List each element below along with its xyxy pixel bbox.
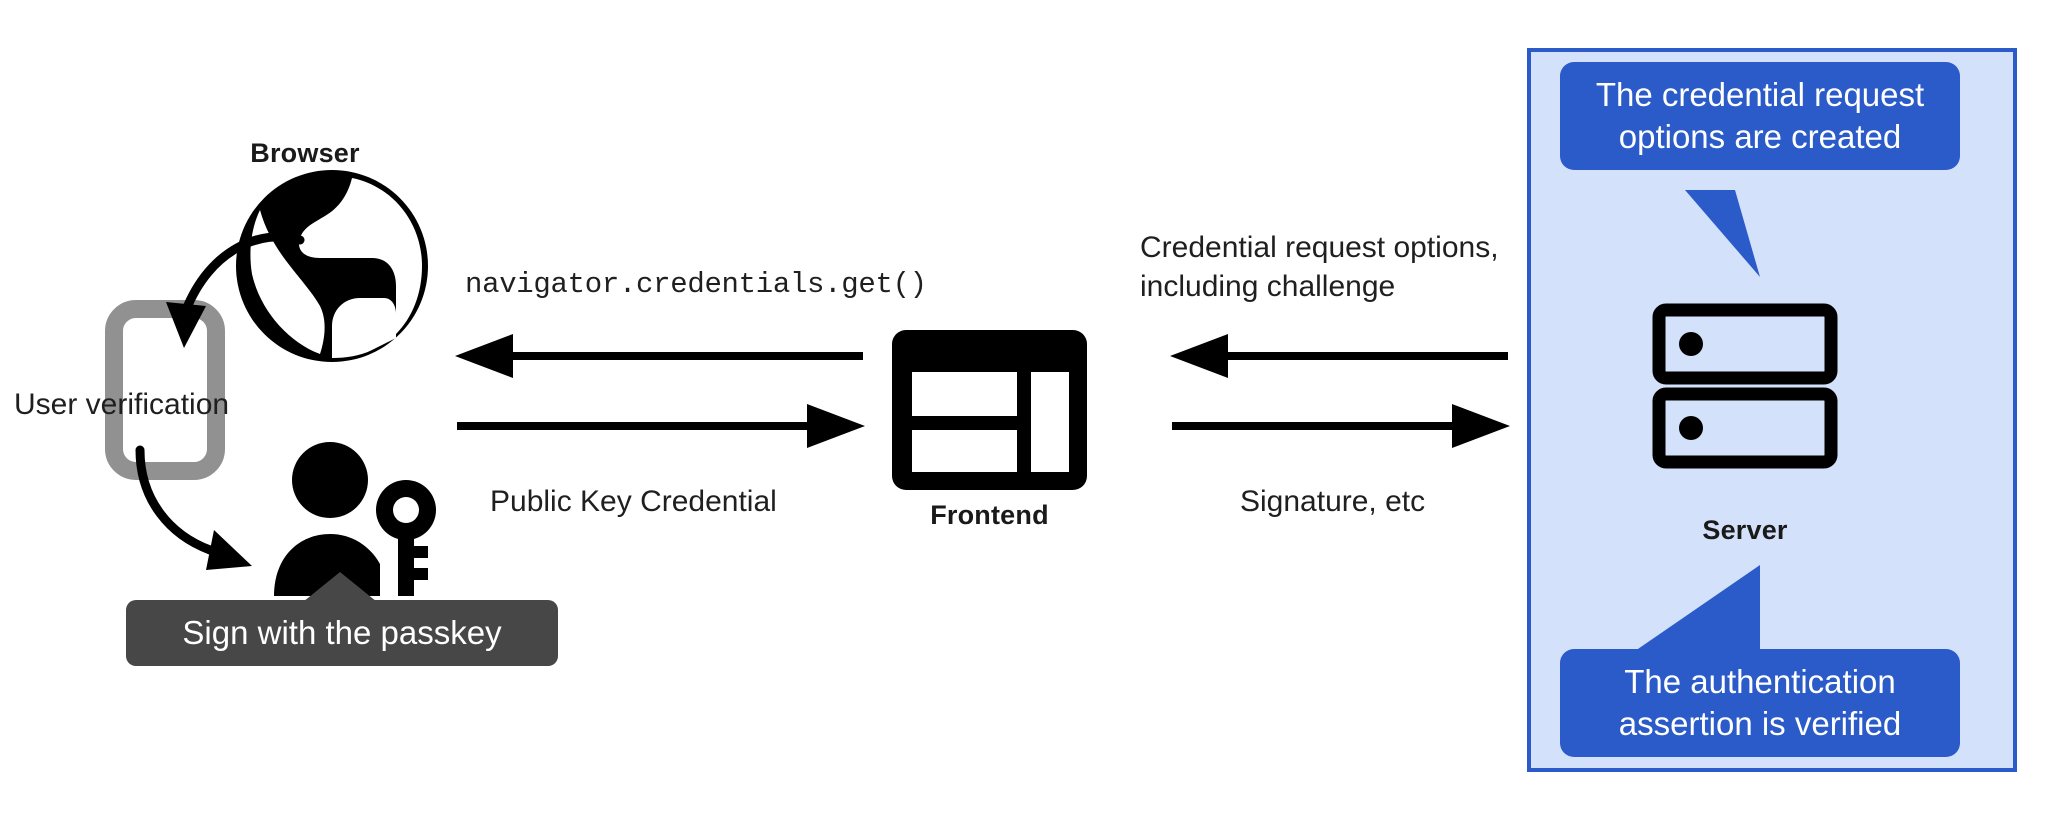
arrow-phone-to-user [110, 440, 330, 600]
globe-icon [232, 166, 432, 366]
server-callout-bottom-group: The authentication assertion is verified [1560, 565, 1980, 765]
arrow-server-to-frontend [1170, 330, 1510, 390]
server-callout-top-line1: The credential request [1595, 76, 1925, 114]
arrow-frontend-to-server [1170, 400, 1510, 460]
credential-request-options-label: Credential request options, including ch… [1140, 228, 1499, 306]
public-key-credential-label: Public Key Credential [490, 485, 777, 518]
signature-etc-label: Signature, etc [1240, 485, 1426, 518]
server-callout-bottom-line1: The authentication [1624, 663, 1896, 701]
arrow-browser-to-phone-shape [166, 232, 305, 348]
user-with-key-icon [268, 440, 448, 600]
frontend-label: Frontend [930, 500, 1049, 530]
server-callout-top-bubble: The credential request options are creat… [1560, 62, 1960, 170]
passkey-tooltip: Sign with the passkey [126, 600, 558, 666]
arrow-left-shape [455, 334, 863, 378]
arrow-right-shape [457, 404, 865, 448]
user-verification-label: User verification [14, 388, 230, 421]
arrow-frontend-to-browser [455, 330, 865, 390]
server-label: Server [1702, 515, 1788, 545]
server-icon [1652, 303, 1838, 469]
browser-label: Browser [250, 138, 360, 168]
server-callout-bottom-line2: assertion is verified [1618, 705, 1902, 742]
user-with-key-icon-shape [274, 442, 436, 596]
arrow-browser-to-phone [100, 210, 320, 390]
phone-icon-shape [105, 300, 225, 480]
server-callout-top-group: The credential request options are creat… [1560, 62, 1980, 282]
passkey-tooltip-pointer [280, 570, 400, 610]
arrow-right-shape-2 [1172, 404, 1510, 448]
credential-request-options-line2: including challenge [1140, 270, 1396, 303]
arrow-left-shape-2 [1170, 334, 1508, 378]
frontend-layout-icon-shape [892, 330, 1087, 490]
callout-top-tail-shape [1625, 190, 1760, 277]
server-callout-bottom-bubble: The authentication assertion is verified [1560, 649, 1960, 757]
globe-icon-shape [236, 170, 428, 362]
passkey-tooltip-pointer-shape [298, 572, 382, 606]
arrow-browser-to-frontend [455, 400, 865, 460]
callout-bottom-tail-shape [1635, 565, 1760, 651]
navigator-credentials-get-label: navigator.credentials.get() [465, 268, 927, 301]
phone-icon [105, 300, 225, 480]
frontend-icon [892, 330, 1087, 490]
arrow-phone-to-user-shape [135, 445, 252, 570]
credential-request-options-line1: Credential request options, [1140, 231, 1499, 264]
server-rack-icon-shape [1652, 303, 1838, 469]
server-callout-top-line2: options are created [1618, 118, 1902, 155]
